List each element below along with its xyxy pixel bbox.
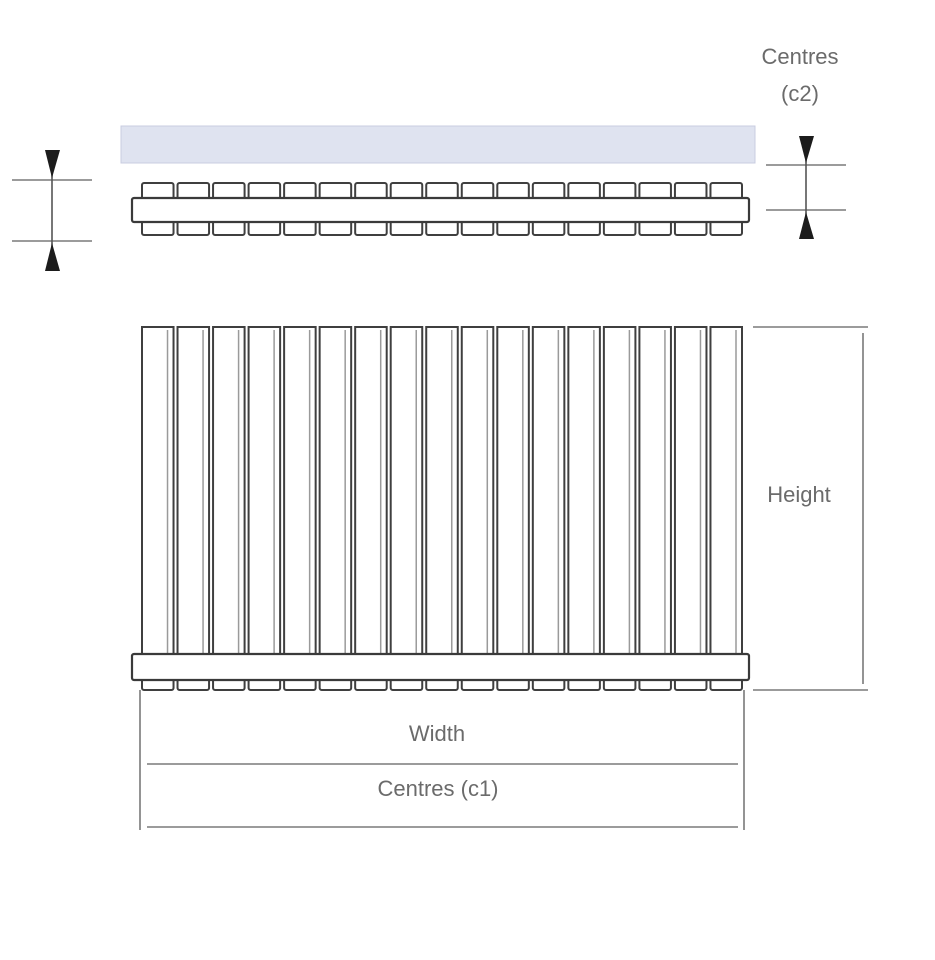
arrow-up-icon [45, 243, 60, 271]
front-tube [531, 326, 566, 658]
front-tube [354, 326, 388, 658]
front-tube [318, 326, 353, 658]
front-tube [425, 326, 459, 658]
plan-view: Centres (c2) [12, 44, 846, 271]
front-tube [212, 326, 246, 658]
plan-rail [130, 196, 751, 224]
front-view: Height Width Centres (c1) [130, 326, 868, 830]
height-dimension: Height [753, 326, 868, 691]
front-tube [673, 326, 708, 658]
front-tube [389, 326, 424, 658]
width-dimension: Width Centres (c1) [139, 690, 745, 830]
width-label: Width [409, 721, 465, 746]
front-tube [141, 326, 175, 658]
centres-c2-dimension: Centres (c2) [761, 44, 846, 239]
front-tube [496, 326, 530, 658]
wall-surface [120, 125, 756, 164]
front-tube [709, 326, 743, 658]
front-tubes [141, 326, 743, 658]
centres-c1-label: Centres (c1) [377, 776, 498, 801]
centres-c2-label-line2: (c2) [781, 81, 819, 106]
front-tube [283, 326, 317, 658]
arrow-up-icon [799, 212, 814, 239]
front-tube [460, 326, 495, 658]
centres-c2-label-line1: Centres [761, 44, 838, 69]
arrow-down-icon [799, 136, 814, 163]
front-tube [567, 326, 601, 658]
front-tube [638, 326, 672, 658]
depth-dimension [12, 150, 92, 271]
front-bottom-rail [130, 652, 751, 682]
front-tube [247, 326, 282, 658]
front-tube [176, 326, 211, 658]
front-tube [602, 326, 637, 658]
arrow-down-icon [45, 150, 60, 178]
height-label: Height [767, 482, 831, 507]
